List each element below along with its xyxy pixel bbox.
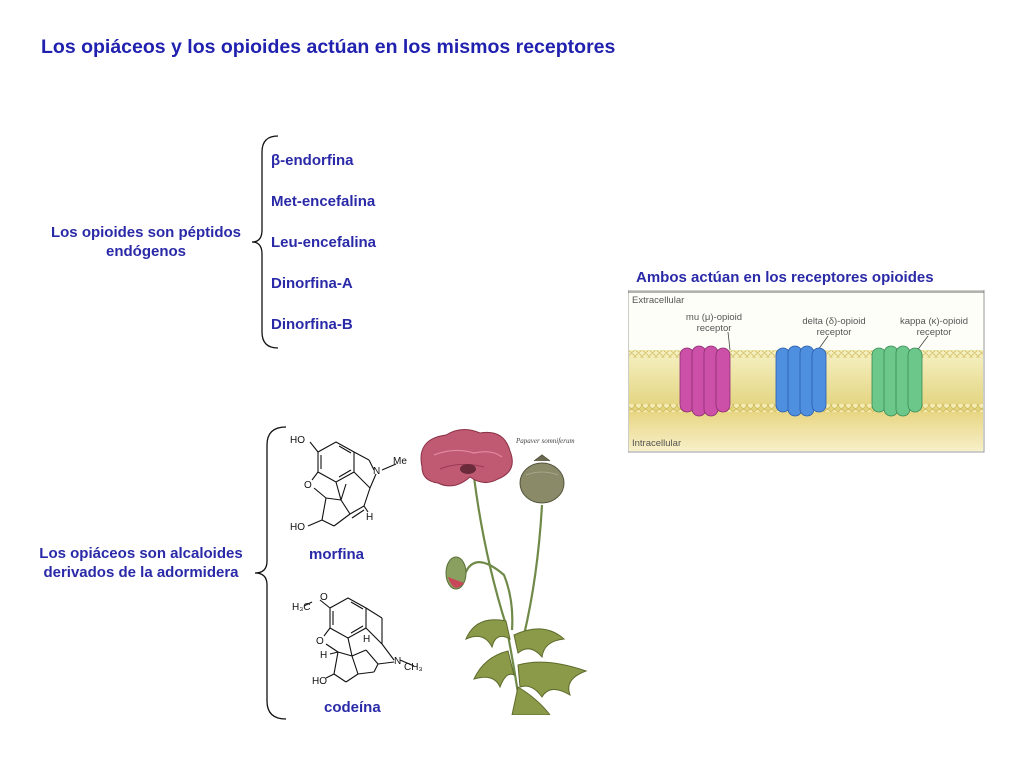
opioid-item-dynorphin-a: Dinorfina-A [271,275,353,292]
receptor-mu-receptor-word: receptor [697,323,732,334]
opiates-label: Los opiáceos son alcaloides derivados de… [39,545,243,581]
codeine-atom-ho: HO [312,676,327,687]
poppy-seed-capsule [519,454,565,504]
receptor-kappa: kappa (κ)-opioid receptor [871,316,968,417]
receptor-delta: delta (δ)-opioid receptor [775,316,866,417]
opioid-item-beta-endorphin: β-endorfina [271,152,354,169]
opioids-label: Los opioides son péptidos endógenos [50,224,241,260]
receptor-kappa-name: kappa (κ)-opioid [900,316,968,327]
morphine-atom-ho-bottom: HO [290,522,305,533]
poppy-illustration [420,429,588,715]
page-title: Los opiáceos y los opioides actúan en lo… [41,36,616,58]
codeine-label: codeína [324,699,381,716]
opioid-item-met-enkephalin: Met-encefalina [271,193,376,210]
morphine-atom-o: O [304,480,312,491]
receptor-delta-receptor-word: receptor [817,327,852,338]
receptor-kappa-receptor-word: receptor [917,327,952,338]
opioid-item-dynorphin-b: Dinorfina-B [271,316,353,333]
receptor-mu: mu (μ)-opioid receptor [679,312,742,417]
poppy-bud [445,556,467,590]
opiates-brace [254,426,287,720]
receptor-delta-name: delta (δ)-opioid [802,316,865,327]
poppy-stems [460,476,544,708]
plant-caption: Papaver somniferum [516,437,575,445]
opioid-item-leu-enkephalin: Leu-encefalina [271,234,377,251]
morphine-atom-h: H [366,512,373,523]
poppy-flower [420,429,513,487]
codeine-atom-h-b: H [363,634,370,645]
morphine-atom-ho-top: HO [290,435,305,446]
receptors-diagram: Extracellular Intracellular mu (μ)-opioi… [628,290,985,453]
codeine-atom-n: N [394,656,401,667]
intracellular-label: Intracellular [632,438,681,449]
opioids-brace [251,135,279,349]
codeine-atom-o: O [316,636,324,647]
codeine-atom-ch3: CH₃ [404,662,423,673]
extracellular-label: Extracellular [632,295,684,306]
morphine-atom-me: Me [393,456,407,467]
morphine-structure: HO O N Me H HO [290,435,407,533]
morphine-atom-n: N [373,466,380,477]
poppy-leaves [465,619,588,715]
receptor-mu-name: mu (μ)-opioid [686,312,742,323]
codeine-atom-o-top: O [320,592,328,603]
codeine-atom-h-a: H [320,650,327,661]
codeine-structure: O H₃C O H H N CH₃ HO [292,592,423,687]
receptors-heading: Ambos actúan en los receptores opioides [636,269,934,286]
codeine-atom-h3c: H₃C [292,602,311,613]
morphine-label: morfina [309,546,365,563]
